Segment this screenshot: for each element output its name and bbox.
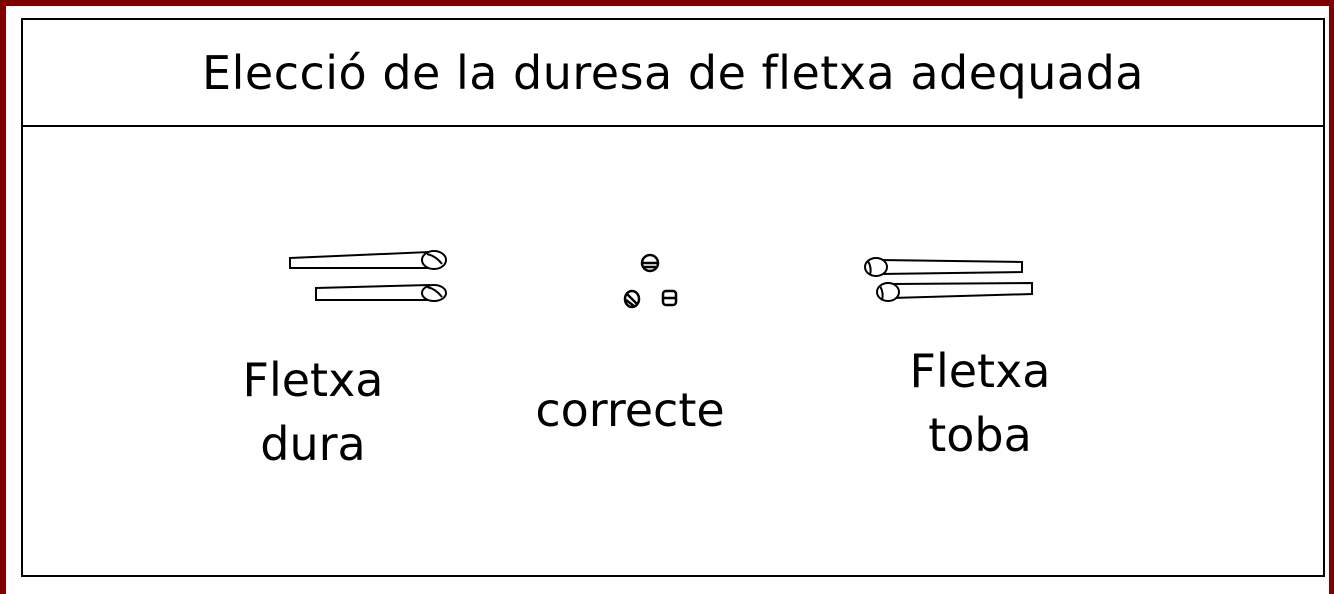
arrow-upper [289, 250, 447, 270]
arrow-upper [864, 257, 1023, 277]
label-line: correcte [535, 383, 725, 437]
label-line: toba [928, 408, 1032, 462]
nock-right [661, 289, 678, 307]
label-line: Fletxa [909, 344, 1051, 398]
diagram-title: Elecció de la duresa de fletxa adequada [202, 45, 1144, 100]
arrow-lower [315, 283, 447, 302]
label-fletxa-dura: Fletxa dura [213, 348, 413, 476]
label-correcte: correcte [505, 378, 755, 442]
label-line: dura [260, 417, 366, 471]
arrow-lower [876, 281, 1033, 302]
label-line: Fletxa [242, 353, 384, 407]
title-bar: Elecció de la duresa de fletxa adequada [23, 20, 1323, 127]
label-fletxa-toba: Fletxa toba [880, 339, 1080, 467]
arrows-right-of-bow-icon [864, 257, 1033, 302]
nock-left [623, 289, 641, 309]
arrow-nock-correct-icon [623, 253, 678, 309]
arrows-left-of-bow-icon [289, 250, 447, 302]
nock-top [640, 253, 660, 273]
